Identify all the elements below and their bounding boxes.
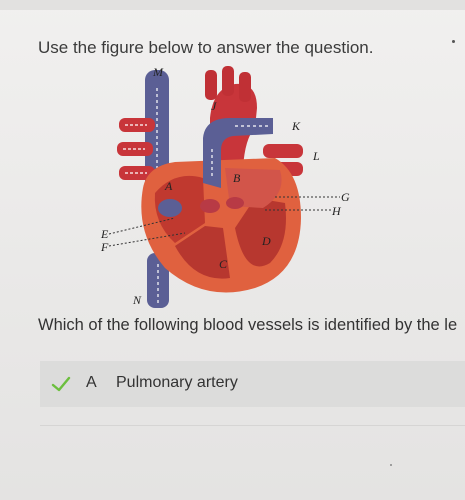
- label-A: A: [164, 179, 173, 193]
- answer-text: Pulmonary artery: [116, 374, 238, 391]
- divider: [40, 425, 465, 426]
- label-M: M: [152, 65, 164, 79]
- valve-mid: [200, 199, 220, 213]
- menu-dot-icon[interactable]: [452, 40, 455, 43]
- question-prompt: Use the figure below to answer the quest…: [38, 38, 374, 57]
- decorative-dot: [390, 464, 392, 466]
- label-H: H: [331, 204, 342, 218]
- heart-diagram: M J K L A B G H E F D C N: [100, 65, 350, 308]
- answer-option[interactable]: A Pulmonary artery: [40, 361, 465, 407]
- label-B: B: [233, 171, 241, 185]
- answer-letter: A: [86, 374, 97, 391]
- aorta-branch-3: [239, 72, 251, 102]
- label-G: G: [341, 190, 350, 204]
- valve-a: [158, 199, 182, 217]
- label-L: L: [312, 149, 320, 163]
- top-border: [0, 0, 465, 10]
- label-J: J: [211, 99, 217, 113]
- question-text: Which of the following blood vessels is …: [38, 316, 458, 334]
- label-N: N: [132, 293, 142, 307]
- valve-b: [226, 197, 244, 209]
- right-ventricle: [175, 226, 230, 279]
- pulmonary-artery: [203, 118, 273, 188]
- label-F: F: [100, 240, 109, 254]
- pulmonary-vein-1: [263, 144, 303, 158]
- aorta-branch-2: [222, 66, 234, 96]
- inferior-vena-cava: [147, 253, 169, 308]
- aorta-branch-1: [205, 70, 217, 100]
- label-D: D: [261, 234, 271, 248]
- label-E: E: [100, 227, 109, 241]
- label-K: K: [291, 119, 301, 133]
- left-ventricle: [235, 198, 286, 267]
- label-C: C: [219, 257, 228, 271]
- checkmark-icon: [51, 376, 71, 392]
